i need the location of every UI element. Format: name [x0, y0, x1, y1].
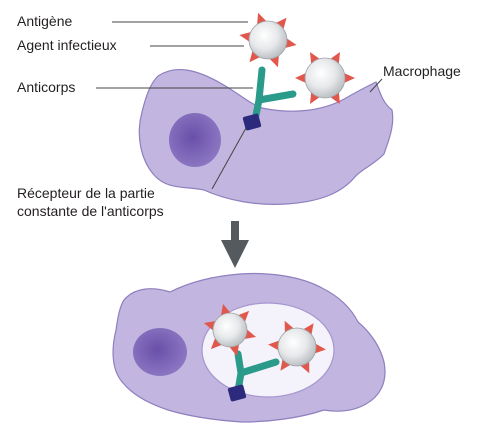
agent-body: [249, 21, 287, 59]
down-arrow-icon: [221, 221, 249, 268]
agent-body: [305, 58, 345, 98]
nucleus-top: [169, 113, 221, 167]
antigen-spike: [295, 73, 306, 83]
label-antigen: Antigène: [17, 13, 72, 30]
label-macrophage: Macrophage: [383, 63, 461, 80]
label-infectious-agent: Agent infectieux: [17, 37, 117, 54]
nucleus-bottom: [133, 328, 187, 376]
antigen-spike: [344, 73, 355, 83]
label-receptor-line2: constante de l'anticorps: [17, 203, 164, 220]
agent-body: [278, 328, 316, 366]
label-antibody: Anticorps: [17, 79, 75, 96]
label-receptor-line1: Récepteur de la partie: [17, 185, 155, 202]
infectious-agent: [239, 13, 296, 68]
infectious-agent: [295, 52, 355, 104]
agent-body: [213, 313, 247, 347]
